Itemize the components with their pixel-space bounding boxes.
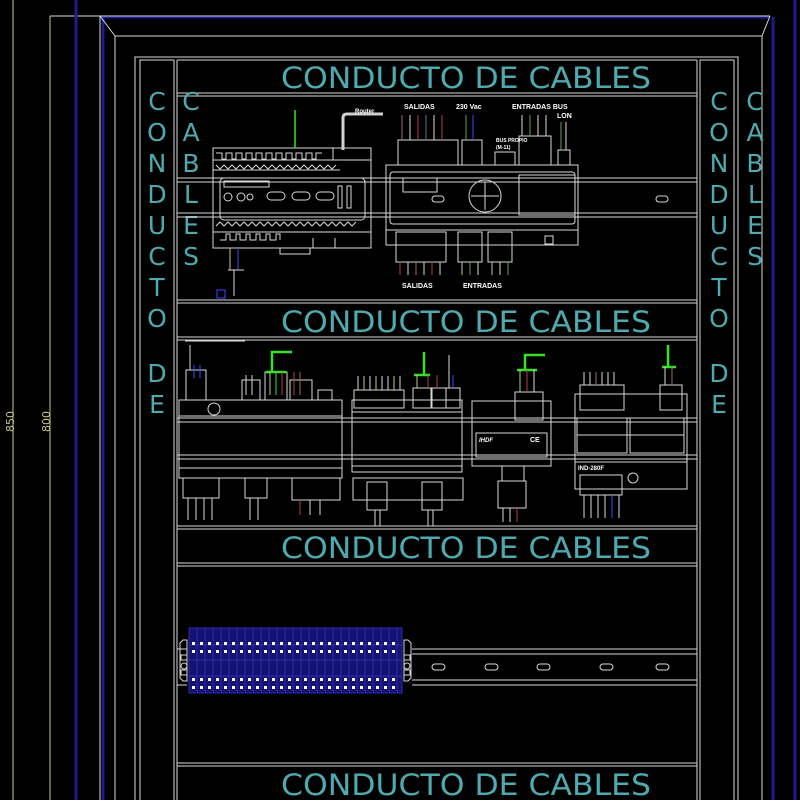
svg-text:SALIDAS: SALIDAS: [404, 104, 435, 111]
svg-text:S: S: [747, 242, 763, 271]
svg-text:T: T: [710, 273, 727, 302]
svg-text:N: N: [148, 149, 167, 178]
duct-label-top: CONDUCTO DE CABLES: [281, 61, 651, 95]
svg-text:230 Vac: 230 Vac: [456, 104, 482, 111]
svg-text:ENTRADAS: ENTRADAS: [463, 283, 502, 290]
svg-text:C: C: [710, 87, 727, 116]
rail-slots: [431, 195, 670, 671]
svg-text:U: U: [710, 211, 728, 240]
row2-module-2: [351, 387, 464, 511]
svg-text:O: O: [147, 118, 167, 147]
svg-text:A: A: [746, 118, 763, 147]
router-bottom-wires: [216, 248, 244, 299]
svg-text:D: D: [147, 359, 166, 388]
svg-text:N: N: [710, 149, 729, 178]
row2-module-1: [178, 369, 343, 501]
svg-text:SALIDAS: SALIDAS: [402, 283, 433, 290]
router-module: [212, 147, 372, 255]
router-terminal-teeth-top: [215, 152, 357, 241]
row2-module-3-brand: IHDF: [479, 438, 493, 444]
svg-text:L: L: [748, 180, 762, 209]
duct-label-row2: CONDUCTO DE CABLES: [281, 305, 651, 339]
svg-text:E: E: [149, 390, 165, 419]
controller-top-wires: [401, 115, 567, 150]
svg-text:B: B: [182, 149, 199, 178]
svg-text:(M-11): (M-11): [496, 145, 511, 151]
svg-text:A: A: [182, 118, 199, 147]
vertical-duct-right-outer: C O N D U C T O D E: [709, 87, 729, 419]
svg-text:O: O: [709, 304, 729, 333]
svg-text:C: C: [148, 87, 165, 116]
row2-module-1-wires: [185, 340, 321, 520]
svg-text:D: D: [709, 359, 728, 388]
svg-text:ENTRADAS BUS: ENTRADAS BUS: [512, 104, 568, 111]
svg-text:B: B: [746, 149, 763, 178]
cabinet-frame: [99, 15, 771, 800]
svg-text:D: D: [147, 180, 166, 209]
main-controller: [385, 135, 579, 263]
svg-text:C: C: [746, 87, 763, 116]
row2-module-4: [574, 384, 688, 496]
svg-text:E: E: [711, 390, 727, 419]
svg-text:E: E: [183, 211, 199, 240]
svg-text:C: C: [710, 242, 727, 271]
row2-module-2-wires: [357, 352, 454, 526]
duct-label-row3: CONDUCTO DE CABLES: [281, 531, 651, 565]
controller-labels: SALIDAS 230 Vac ENTRADAS BUS LON BUS PRO…: [402, 104, 572, 290]
svg-text:S: S: [183, 242, 199, 271]
svg-text:L: L: [184, 180, 198, 209]
row2-module-4-label: IND-280F: [578, 466, 604, 472]
din-rails: [177, 177, 697, 686]
router-cable: [341, 112, 383, 150]
row2-module-3-ce: CE: [530, 437, 540, 444]
row2-module-3: [471, 391, 552, 509]
router-label: Router: [355, 109, 375, 115]
outer-blue-frame: [74, 0, 797, 800]
row2-module-3-wires: [502, 353, 545, 522]
svg-text:O: O: [709, 118, 729, 147]
vertical-duct-right-inner: C A B L E S: [746, 87, 763, 271]
row2-module-4-wires: [583, 345, 676, 518]
vertical-duct-left-outer: C O N D U C T O D E: [147, 87, 167, 419]
svg-text:C: C: [148, 242, 165, 271]
svg-text:LON: LON: [557, 113, 572, 120]
terminal-block: [177, 627, 412, 694]
svg-text:D: D: [709, 180, 728, 209]
svg-text:O: O: [147, 304, 167, 333]
duct-label-bottom: CONDUCTO DE CABLES: [281, 768, 651, 800]
horizontal-ducts: [177, 59, 697, 767]
dimension-850: 850: [4, 411, 17, 432]
svg-text:C: C: [182, 87, 199, 116]
svg-text:E: E: [747, 211, 763, 240]
dimension-lines: [12, 0, 100, 800]
dimension-800: 800: [40, 411, 53, 432]
controller-bottom-wires: [399, 262, 509, 275]
svg-text:U: U: [148, 211, 166, 240]
vertical-duct-left-inner: C A B L E S: [182, 87, 199, 271]
svg-text:BUS PROPIO: BUS PROPIO: [496, 138, 528, 144]
svg-text:T: T: [148, 273, 165, 302]
